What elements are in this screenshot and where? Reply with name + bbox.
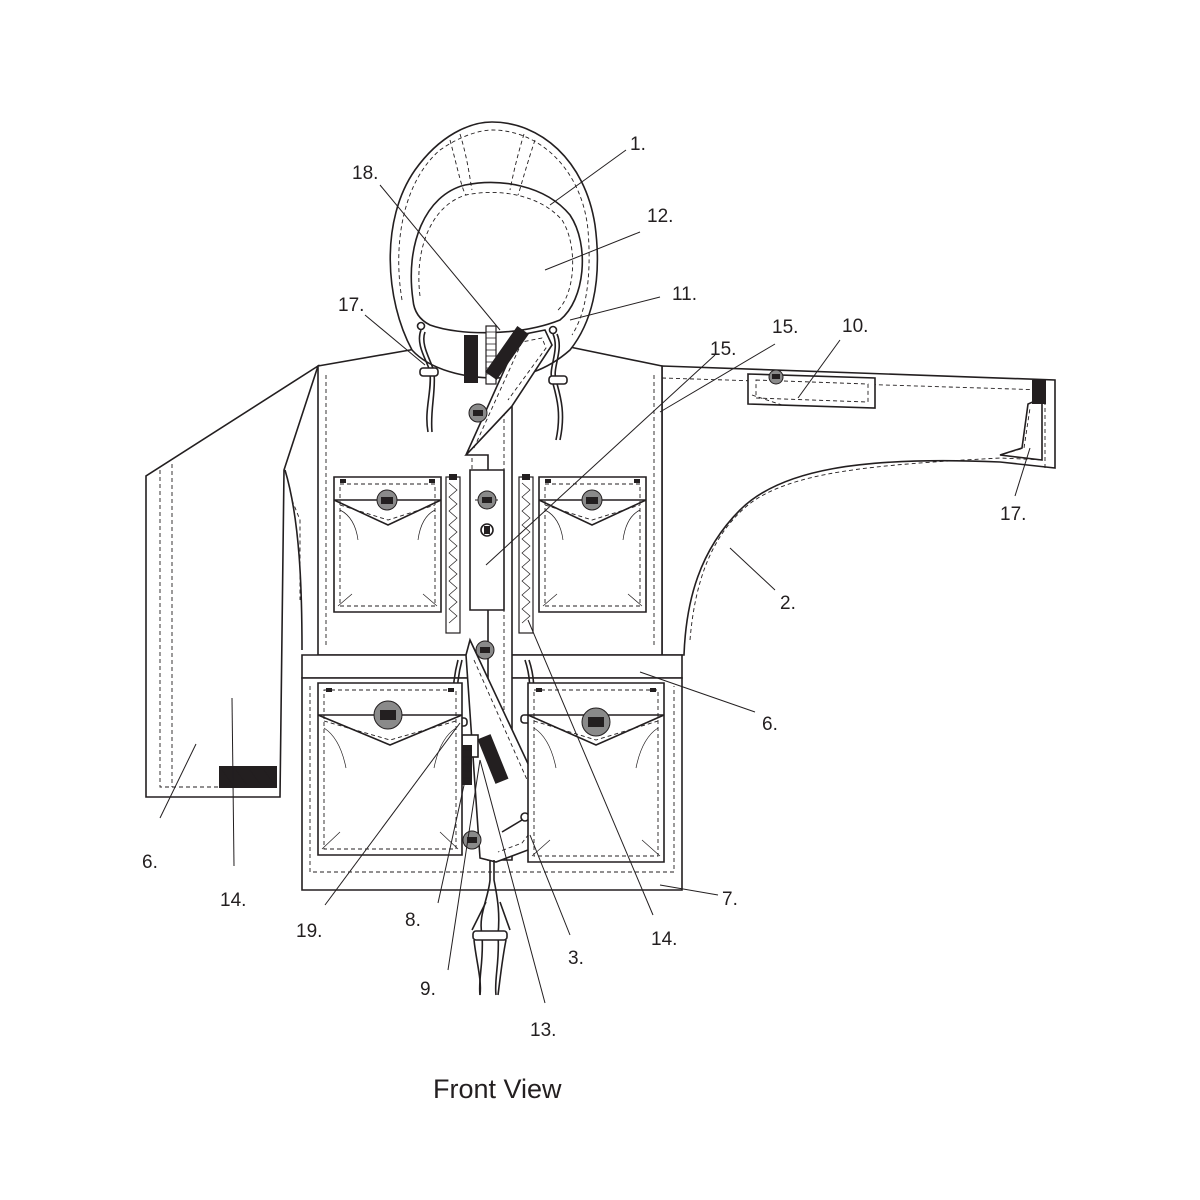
chest-zipper-right	[518, 474, 534, 634]
hood	[389, 121, 599, 441]
hood-zipper	[485, 325, 497, 385]
lower-pocket-left	[317, 682, 463, 856]
callout-9: 9.	[420, 979, 436, 1000]
callout-14-b: 14.	[651, 929, 677, 950]
callout-6-a: 6.	[142, 852, 158, 873]
button-1	[468, 403, 488, 423]
chest-pocket-right-button	[581, 489, 603, 511]
callout-13: 13.	[530, 1020, 556, 1041]
callout-1: 1.	[630, 134, 646, 155]
button-4	[475, 640, 495, 660]
callout-8: 8.	[405, 910, 421, 931]
right-cuff-velcro	[1032, 380, 1046, 404]
button-2	[477, 490, 497, 510]
callout-2: 2.	[780, 593, 796, 614]
hood-velcro-left	[464, 335, 478, 383]
right-sleeve	[661, 365, 1056, 656]
callout-15-a: 15.	[710, 339, 736, 360]
callout-10: 10.	[842, 316, 868, 337]
chest-pocket-left-button	[376, 489, 398, 511]
callout-17-b: 17.	[1000, 504, 1026, 525]
callout-7: 7.	[722, 889, 738, 910]
placket-buttons	[462, 403, 497, 850]
chest-pocket-right	[538, 476, 647, 613]
storm-flap-velcro	[477, 734, 509, 784]
leader-lines	[159, 149, 1031, 1004]
lower-pocket-right	[527, 682, 665, 863]
callout-labels: 1. 2. 3. 6. 6. 7. 8. 9. 10. 11. 12. 13. …	[142, 134, 1026, 1041]
lower-pocket-left-button	[373, 700, 403, 730]
chest-pocket-left	[333, 476, 442, 613]
callout-15-b: 15.	[772, 317, 798, 338]
callout-17-a: 17.	[338, 295, 364, 316]
callout-6-b: 6.	[762, 714, 778, 735]
diagram-caption: Front View	[433, 1074, 562, 1104]
callout-19: 19.	[296, 921, 322, 942]
hem-drawcord	[471, 860, 511, 996]
callout-11: 11.	[672, 284, 697, 305]
collar-velcro	[485, 326, 529, 380]
callout-12: 12.	[647, 206, 673, 227]
callout-3: 3.	[568, 948, 584, 969]
left-sleeve	[145, 364, 320, 798]
callout-18: 18.	[352, 163, 378, 184]
left-cuff-velcro	[219, 766, 277, 788]
button-5	[462, 830, 482, 850]
sleeve-pocket-button	[768, 369, 784, 385]
lower-pocket-right-button	[581, 707, 611, 737]
chest-zipper-left	[445, 474, 461, 634]
callout-14-a: 14.	[220, 890, 246, 911]
button-3	[480, 523, 494, 537]
front-placket	[464, 326, 553, 863]
